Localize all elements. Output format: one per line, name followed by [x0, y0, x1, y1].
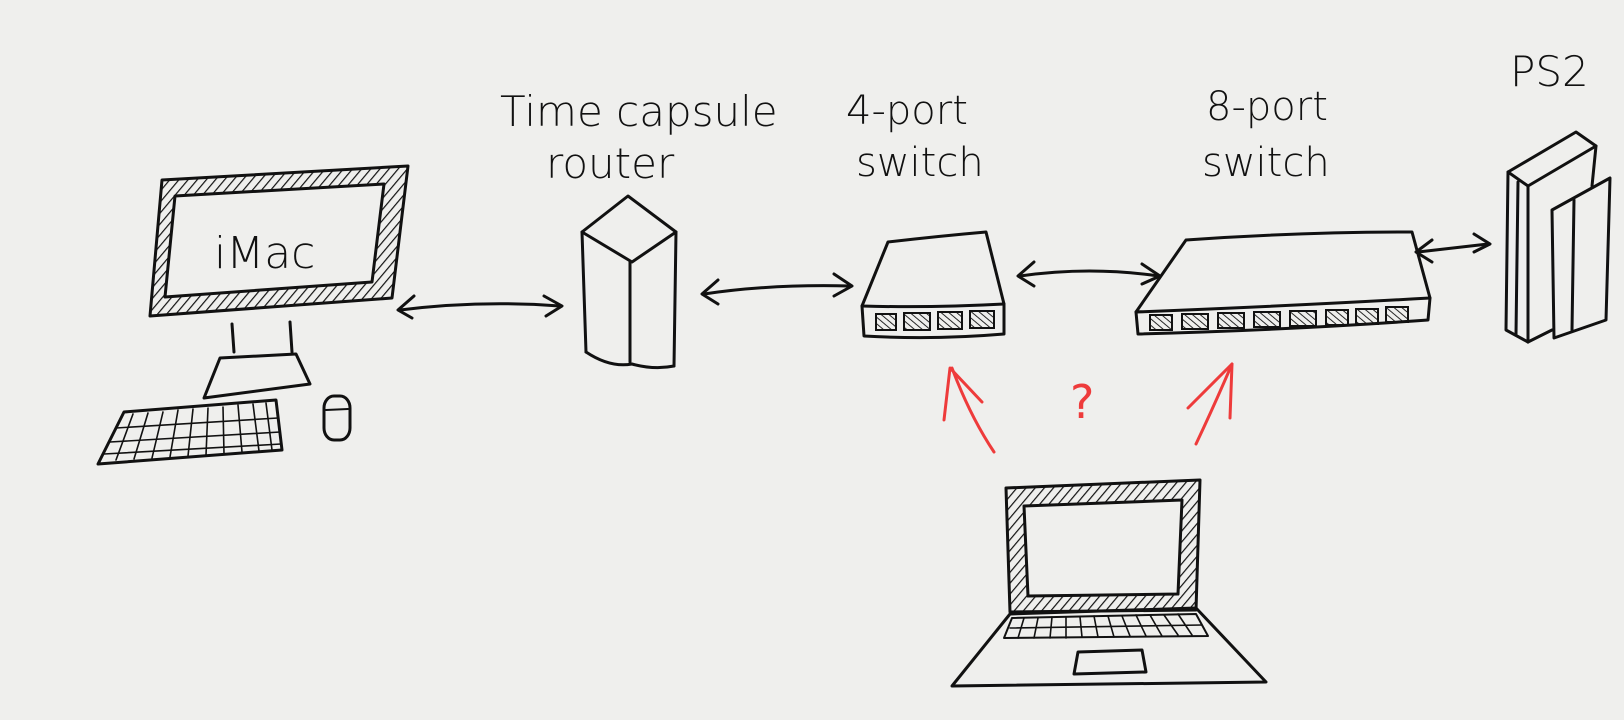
red-arrow-right	[1186, 362, 1234, 446]
switch8-label-line2: switch	[1202, 140, 1330, 186]
link-arrow-switch8-ps2	[1414, 232, 1492, 264]
laptop-device	[950, 478, 1268, 688]
switch4-label-line1: 4-port	[846, 88, 968, 134]
router-label-line2: router	[546, 139, 675, 188]
link-arrow-router-switch4	[700, 272, 854, 306]
router-device	[580, 194, 678, 370]
link-arrow-switch4-switch8	[1016, 260, 1162, 288]
switch8-label-line1: 8-port	[1206, 84, 1328, 130]
ps2-label: PS2	[1510, 47, 1589, 96]
router-label-line1: Time capsule	[500, 87, 778, 136]
red-arrow-left	[942, 366, 996, 454]
link-arrow-imac-router	[396, 294, 564, 320]
question-mark: ?	[1070, 375, 1094, 429]
switch4-label-line2: switch	[856, 140, 984, 186]
ps2-device	[1504, 130, 1612, 344]
imac-device	[96, 164, 410, 466]
switch-4port-device	[860, 230, 1006, 340]
imac-label: iMac	[214, 228, 315, 279]
switch-8port-device	[1134, 230, 1432, 336]
